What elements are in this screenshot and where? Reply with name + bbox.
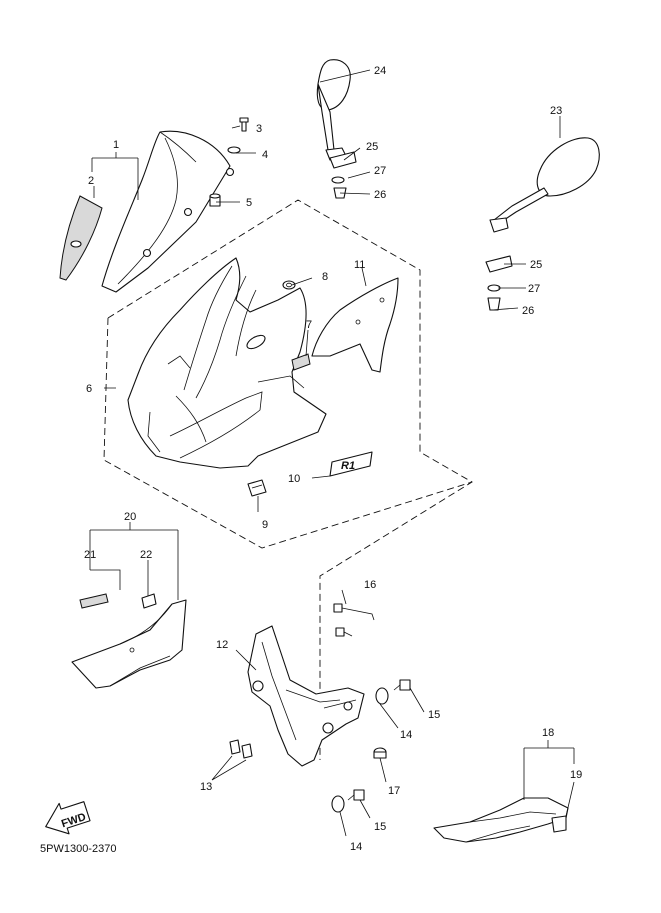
callout-24: 24 — [374, 65, 386, 77]
callout-15-upper: 15 — [428, 709, 440, 721]
callout-26-upper: 26 — [374, 189, 386, 201]
stay-bolt-lower — [347, 789, 365, 801]
callout-1: 1 — [113, 139, 119, 151]
mirror-right — [489, 137, 600, 233]
stay-collar-lower — [331, 795, 345, 813]
air-duct-grommet — [551, 815, 567, 833]
callout-7: 7 — [306, 319, 312, 331]
callout-17: 17 — [388, 785, 400, 797]
callout-19: 19 — [570, 769, 582, 781]
inner-panel — [311, 277, 399, 373]
callout-4: 4 — [262, 149, 268, 161]
mirror-right-base — [485, 255, 513, 273]
callout-10: 10 — [288, 473, 300, 485]
side-panel-pad — [79, 593, 109, 609]
stay-dampers — [229, 739, 253, 759]
mirror-left — [316, 59, 351, 161]
cowling-grommet — [247, 479, 267, 497]
callout-8: 8 — [322, 271, 328, 283]
windscreen-washer — [227, 146, 241, 154]
stay-bolt-upper — [393, 679, 411, 691]
callout-13: 13 — [200, 781, 212, 793]
callout-14-lower: 14 — [350, 841, 362, 853]
callout-21: 21 — [84, 549, 96, 561]
cowling-stay — [247, 625, 365, 767]
callout-23: 23 — [550, 105, 562, 117]
callout-15-lower: 15 — [374, 821, 386, 833]
callout-26-lower: 26 — [522, 305, 534, 317]
callout-18: 18 — [542, 727, 554, 739]
fwd-arrow-icon — [45, 801, 91, 835]
emblem-text: R1 — [341, 460, 355, 472]
callout-27-lower: 27 — [528, 283, 540, 295]
mirror-left-washer — [331, 176, 345, 184]
air-duct — [433, 797, 569, 843]
r1-emblem — [329, 451, 373, 477]
mirror-right-nut — [487, 297, 501, 311]
callout-27-upper: 27 — [374, 165, 386, 177]
windscreen-screw — [239, 117, 249, 132]
leader-lines — [89, 69, 575, 837]
callout-22: 22 — [140, 549, 152, 561]
callout-9: 9 — [262, 519, 268, 531]
assembly-boundary — [103, 199, 473, 760]
diagram-code: 5PW1300-2370 — [40, 843, 116, 855]
callout-labels: 1 2 3 4 5 6 7 8 9 10 11 12 13 14 14 15 1… — [84, 65, 582, 853]
stay-bolt-assembly — [333, 603, 375, 637]
callout-6: 6 — [86, 383, 92, 395]
callout-5: 5 — [246, 197, 252, 209]
cowling-clip — [282, 280, 296, 290]
side-panel — [71, 599, 187, 689]
upper-cowling — [127, 257, 327, 469]
stay-nut — [373, 747, 387, 759]
callout-25-upper: 25 — [366, 141, 378, 153]
cowling-damper — [291, 353, 311, 371]
stay-collar-upper — [375, 687, 389, 705]
callout-20: 20 — [124, 511, 136, 523]
callout-3: 3 — [256, 123, 262, 135]
windscreen — [101, 130, 235, 293]
windscreen-trim — [59, 195, 103, 281]
windscreen-nut — [209, 193, 221, 207]
callout-12: 12 — [216, 639, 228, 651]
side-panel-grommet — [141, 593, 157, 609]
callout-14-upper: 14 — [400, 729, 412, 741]
callout-16: 16 — [364, 579, 376, 591]
callout-25-lower: 25 — [530, 259, 542, 271]
callout-2: 2 — [88, 175, 94, 187]
callout-11: 11 — [354, 259, 365, 271]
